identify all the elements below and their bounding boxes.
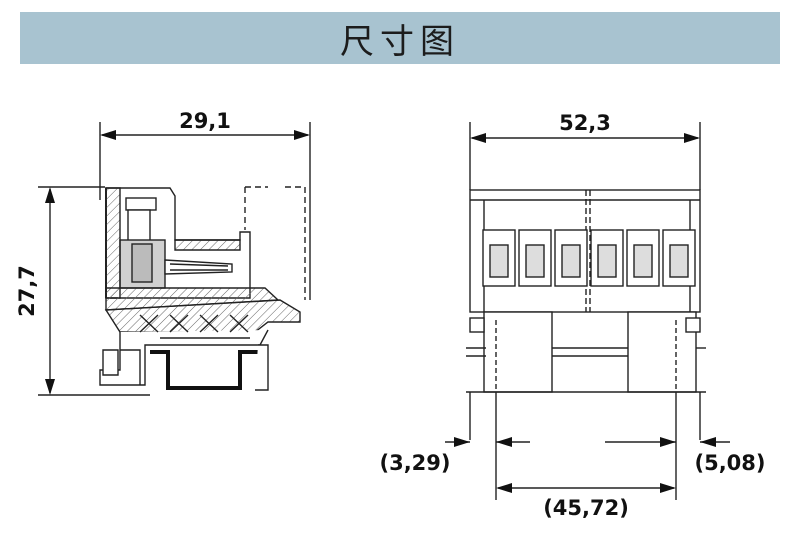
dim-label-29-1: 29,1 bbox=[179, 109, 231, 133]
side-view bbox=[38, 122, 311, 396]
dim-right-offset: (5,08) bbox=[605, 437, 766, 475]
page-title: 尺寸图 bbox=[340, 21, 460, 62]
dim-label-52-3: 52,3 bbox=[559, 111, 611, 135]
dim-pitch-span: (45,72) bbox=[496, 483, 676, 520]
terminal-slots bbox=[482, 229, 696, 287]
dim-label-45-72: (45,72) bbox=[543, 496, 629, 520]
dim-label-27-7: 27,7 bbox=[15, 265, 39, 317]
dim-front-width: 52,3 bbox=[470, 111, 700, 143]
dim-side-width: 29,1 bbox=[100, 109, 310, 140]
dim-side-height: 27,7 bbox=[15, 187, 55, 395]
title-banner: 尺寸图 bbox=[20, 12, 780, 64]
dim-label-3-29: (3,29) bbox=[379, 451, 450, 475]
dim-label-5-08: (5,08) bbox=[694, 451, 765, 475]
front-view bbox=[466, 122, 706, 500]
dim-left-offset: (3,29) bbox=[379, 437, 530, 475]
